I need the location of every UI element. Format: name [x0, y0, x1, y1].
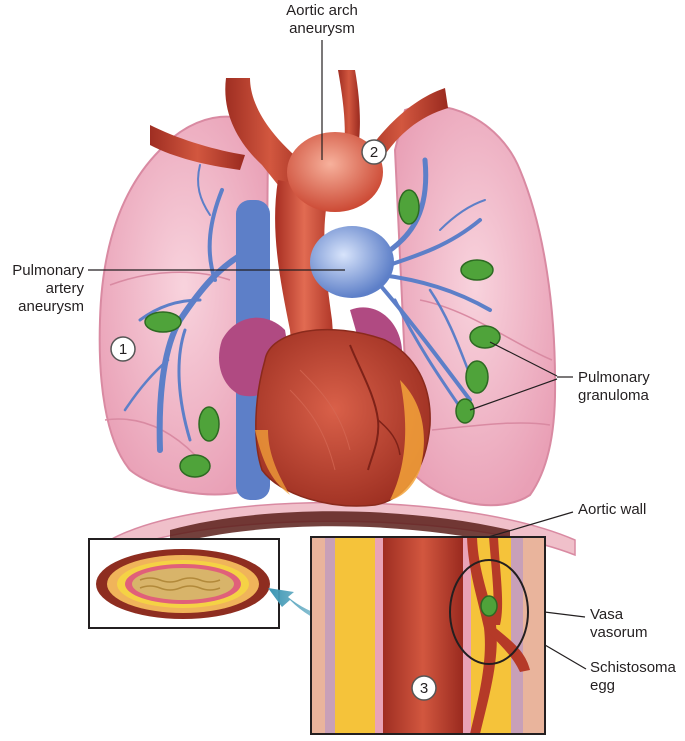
granuloma: [199, 407, 219, 441]
svg-text:1: 1: [119, 341, 127, 358]
schistosoma-egg: [481, 596, 497, 616]
label-pulmonary-artery-aneurysm: Pulmonary artery aneurysm: [0, 262, 84, 316]
granuloma: [461, 260, 493, 280]
label-pulmonary-granuloma: Pulmonary granuloma: [578, 369, 678, 405]
granuloma: [145, 312, 181, 332]
svg-text:3: 3: [420, 680, 428, 697]
granuloma: [466, 361, 488, 393]
label-aortic-arch-aneurysm: Aortic arch aneurysm: [255, 2, 389, 38]
marker-1: 1: [111, 337, 135, 361]
label-vasa-vasorum: Vasa vasorum: [590, 606, 680, 642]
marker-3: 3: [412, 676, 436, 700]
vessel-wall-inset: [311, 537, 545, 734]
marker-2: 2: [362, 140, 386, 164]
granuloma: [399, 190, 419, 224]
label-schistosoma-egg: Schistosoma egg: [590, 659, 685, 695]
aortic-cross-section: [96, 549, 270, 619]
granuloma: [456, 399, 474, 423]
svg-text:2: 2: [370, 144, 378, 161]
label-aortic-wall: Aortic wall: [578, 501, 678, 519]
granuloma: [180, 455, 210, 477]
pulmonary-artery-aneurysm: [310, 226, 394, 298]
